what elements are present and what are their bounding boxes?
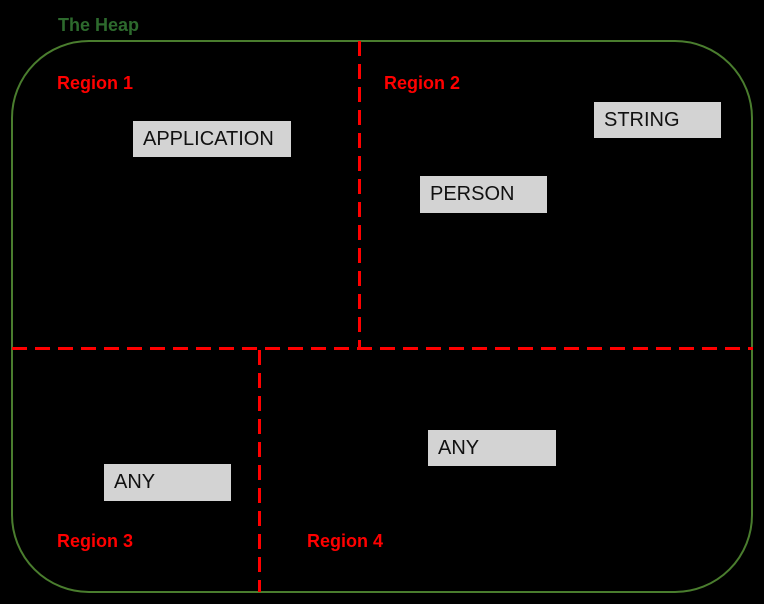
heap-object-application: APPLICATION: [132, 120, 292, 158]
heap-object-any-region4: ANY: [427, 429, 557, 467]
diagram-title: The Heap: [58, 15, 140, 35]
heap-object-any-region3: ANY: [103, 463, 232, 502]
divider-vertical-upper: [358, 41, 361, 348]
region-4-label: Region 4: [307, 531, 384, 551]
region-1-label: Region 1: [57, 73, 134, 93]
heap-object-person: PERSON: [419, 175, 548, 214]
divider-horizontal: [12, 347, 753, 350]
heap-boundary: [11, 40, 753, 593]
region-2-label: Region 2: [384, 73, 461, 93]
region-3-label: Region 3: [57, 531, 134, 551]
heap-object-string: STRING: [593, 101, 722, 139]
divider-vertical-lower: [258, 350, 261, 592]
